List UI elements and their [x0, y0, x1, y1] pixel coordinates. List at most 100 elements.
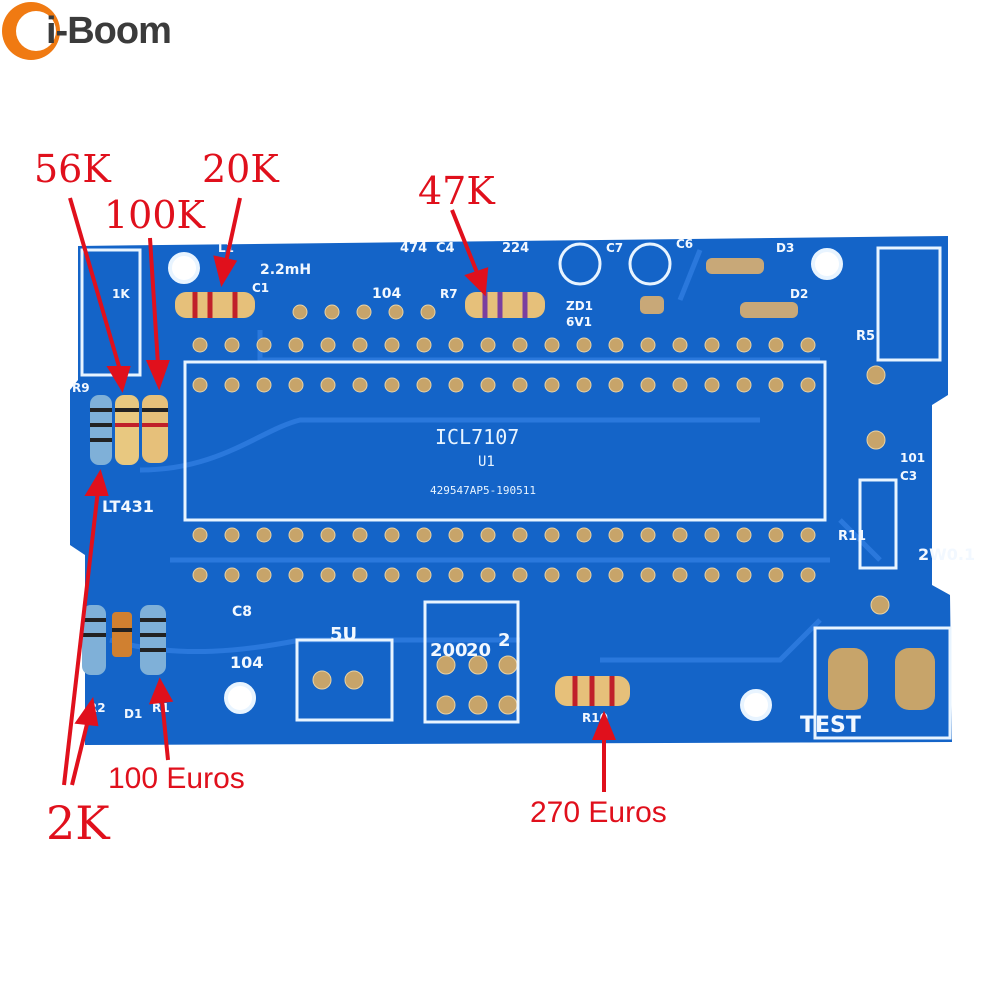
silk-r7: R7 [440, 287, 458, 301]
solder-pad [256, 377, 272, 393]
solder-pad [352, 527, 368, 543]
brand-logo-mark-icon [2, 2, 60, 60]
solder-pad [288, 337, 304, 353]
solder-pad [416, 337, 432, 353]
annotation-20k: 20K [202, 147, 279, 191]
silk-r9: R9 [72, 381, 90, 395]
solder-pad [468, 655, 488, 675]
annotation-arrows [62, 197, 616, 792]
test-pad-right [895, 648, 935, 710]
solder-pad [384, 527, 400, 543]
solder-pad [672, 567, 688, 583]
silk-c1: C1 [252, 281, 269, 295]
solder-pad [704, 527, 720, 543]
solder-pad [352, 337, 368, 353]
solder-pad [320, 377, 336, 393]
diode-d2 [740, 302, 798, 318]
pcb-right-block [876, 246, 942, 362]
annotation-270-euros: 270 Euros [530, 796, 667, 829]
resistor-cluster-top [90, 395, 168, 465]
chip-ref: U1 [478, 454, 495, 470]
solder-pad [288, 567, 304, 583]
solder-pad [512, 567, 528, 583]
solder-pad [704, 377, 720, 393]
silk-c3-value: 101 [900, 451, 925, 465]
silk-shunt: 2W0.1 [918, 545, 975, 564]
solder-pad [256, 567, 272, 583]
annotation-47k: 47K [418, 169, 495, 213]
mount-hole-bottom-right [740, 689, 772, 721]
solder-pad [576, 527, 592, 543]
solder-pad [388, 304, 404, 320]
solder-pad [608, 377, 624, 393]
solder-pad [736, 567, 752, 583]
solder-pad [420, 304, 436, 320]
solder-pad [800, 527, 816, 543]
silk-c8-value: 104 [230, 653, 263, 672]
cap-c6-outline [628, 242, 672, 286]
solder-pad [436, 695, 456, 715]
silk-d2: D2 [790, 287, 808, 301]
silk-c6: C6 [676, 237, 693, 251]
solder-pad [480, 337, 496, 353]
solder-pad [292, 304, 308, 320]
solder-pad [224, 337, 240, 353]
solder-pad [800, 567, 816, 583]
test-pad-left [828, 648, 868, 710]
silk-test: TEST [800, 713, 861, 738]
solder-pad [544, 527, 560, 543]
silk-d3: D3 [776, 241, 794, 255]
silk-cap-224: 224 [502, 241, 529, 256]
solder-pad [704, 337, 720, 353]
zener-zd1 [640, 296, 664, 314]
solder-pad [384, 567, 400, 583]
solder-pad [352, 377, 368, 393]
solder-pad [324, 304, 340, 320]
silk-r5: R5 [856, 329, 875, 344]
solder-pad [448, 567, 464, 583]
silk-zd1-value: 6V1 [566, 315, 592, 329]
solder-pad [192, 337, 208, 353]
silk-range-20: 20 [466, 640, 491, 661]
solder-pad [224, 527, 240, 543]
brand-logo: i-Boom [0, 0, 200, 70]
solder-pad [288, 377, 304, 393]
solder-pad [544, 377, 560, 393]
solder-pad [288, 527, 304, 543]
resistor-cluster-bottom [82, 605, 166, 675]
solder-pad [704, 567, 720, 583]
pad-rows [192, 304, 890, 715]
solder-pad [640, 567, 656, 583]
silk-c7: C7 [606, 241, 623, 255]
solder-pad [192, 567, 208, 583]
solder-pad [320, 527, 336, 543]
solder-pad [512, 377, 528, 393]
solder-pad [498, 695, 518, 715]
silk-range-200: 200 [430, 640, 468, 661]
solder-pad [224, 377, 240, 393]
solder-pad [608, 567, 624, 583]
solder-pad [480, 377, 496, 393]
silk-c8: C8 [232, 604, 252, 620]
annotation-56k: 56K [34, 147, 111, 191]
silk-zd1: ZD1 [566, 299, 593, 313]
solder-pad [576, 337, 592, 353]
solder-pad [870, 595, 890, 615]
solder-pad [320, 567, 336, 583]
cap-c7-outline [558, 242, 602, 286]
solder-pad [512, 527, 528, 543]
solder-pad [344, 670, 364, 690]
solder-pad [640, 377, 656, 393]
mount-hole-top-left [168, 252, 200, 284]
solder-pad [768, 527, 784, 543]
solder-pad [384, 377, 400, 393]
solder-pad [866, 365, 886, 385]
solder-pad [672, 527, 688, 543]
solder-pad [866, 430, 886, 450]
solder-pad [480, 527, 496, 543]
solder-pad [312, 670, 332, 690]
solder-pad [576, 567, 592, 583]
solder-pad [498, 655, 518, 675]
solder-pad [468, 695, 488, 715]
